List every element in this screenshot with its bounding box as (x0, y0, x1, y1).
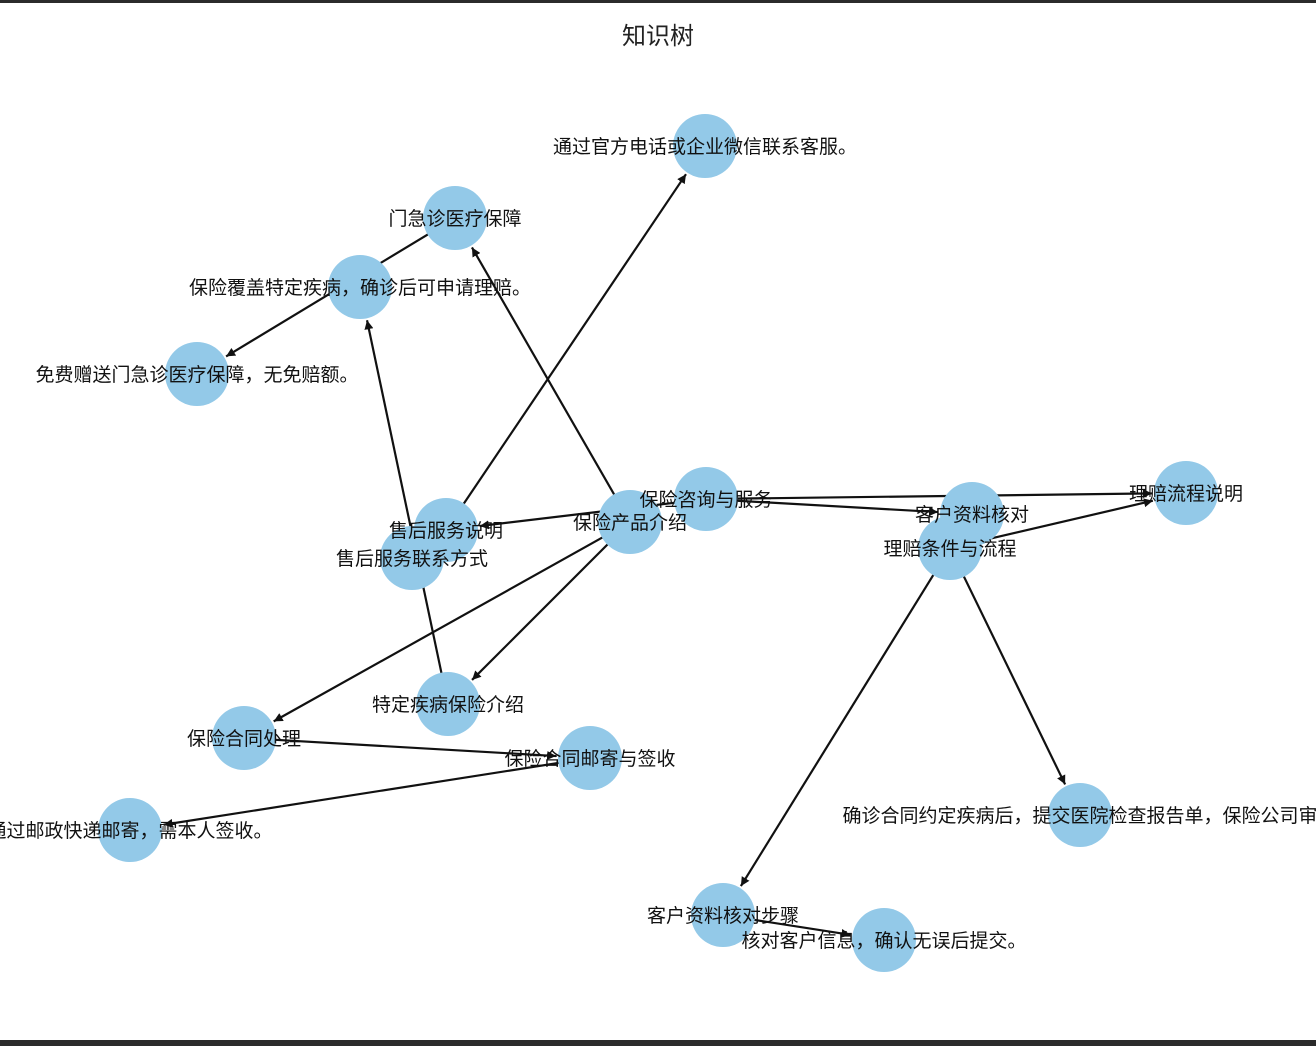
edge-n8-to-n5 (479, 498, 699, 530)
edge-n10-to-n17 (739, 554, 947, 887)
node-label-n18: 核对客户信息，确认无误后提交。 (741, 930, 1026, 952)
edge-n7-to-n12 (471, 526, 626, 681)
node-n11[interactable] (1154, 461, 1218, 525)
diagram-title: 知识树 (622, 22, 694, 50)
node-n1[interactable] (673, 114, 737, 178)
node-label-n7: 保险产品介绍 (573, 512, 687, 534)
node-label-n5: 售后服务说明 (389, 520, 503, 542)
node-label-n12: 特定疾病保险介绍 (372, 694, 524, 716)
node-n3[interactable] (328, 255, 392, 319)
node-label-n3: 保险覆盖特定疾病，确诊后可申请理赔。 (189, 277, 531, 299)
node-label-n11: 理赔流程说明 (1129, 483, 1243, 505)
node-label-n1: 通过官方电话或企业微信联系客服。 (553, 136, 857, 158)
node-n10[interactable] (918, 516, 982, 580)
node-n17[interactable] (691, 883, 755, 947)
edge-n14-to-n15 (163, 758, 583, 828)
edge-n5-to-n1 (449, 173, 687, 524)
node-label-n17: 客户资料核对步骤 (647, 905, 799, 927)
node-label-n10: 理赔条件与流程 (883, 538, 1016, 560)
edge-n13-to-n14 (251, 737, 557, 761)
edge-n12-to-n3 (364, 320, 448, 697)
node-n6[interactable] (380, 526, 444, 590)
node-n13[interactable] (212, 706, 276, 770)
edge-n10-to-n16 (952, 554, 1067, 785)
node-n2[interactable] (423, 186, 487, 250)
node-n15[interactable] (98, 798, 162, 862)
edge-n7-to-n13 (273, 524, 624, 723)
node-label-n6: 售后服务联系方式 (336, 548, 488, 570)
node-label-n4: 免费赠送门急诊医疗保障，无免赔额。 (35, 364, 358, 386)
node-n8[interactable] (674, 467, 738, 531)
top-border (0, 0, 1316, 3)
node-n7[interactable] (598, 490, 662, 554)
nodes-layer (98, 114, 1218, 972)
node-n12[interactable] (416, 672, 480, 736)
edge-n8-to-n9 (713, 498, 939, 517)
node-label-n2: 门急诊医疗保障 (388, 208, 521, 230)
node-n18[interactable] (852, 908, 916, 972)
node-n4[interactable] (165, 342, 229, 406)
edge-n8-to-n11 (713, 489, 1153, 500)
node-label-n15: 通过邮政快递邮寄，需本人签收。 (0, 820, 273, 842)
node-label-n8: 保险咨询与服务 (639, 489, 772, 511)
node-label-n16: 确诊合同约定疾病后，提交医院检查报告单，保险公司审 (842, 805, 1316, 827)
node-n16[interactable] (1048, 783, 1112, 847)
node-label-n9: 客户资料核对 (915, 504, 1029, 526)
node-n14[interactable] (558, 726, 622, 790)
edge-n7-to-n2 (471, 246, 627, 516)
node-label-n14: 保险合同邮寄与签收 (504, 748, 675, 770)
labels-layer: 通过官方电话或企业微信联系客服。门急诊医疗保障保险覆盖特定疾病，确诊后可申请理赔… (0, 136, 1316, 952)
bottom-border (0, 1040, 1316, 1046)
node-label-n13: 保险合同处理 (187, 728, 301, 750)
